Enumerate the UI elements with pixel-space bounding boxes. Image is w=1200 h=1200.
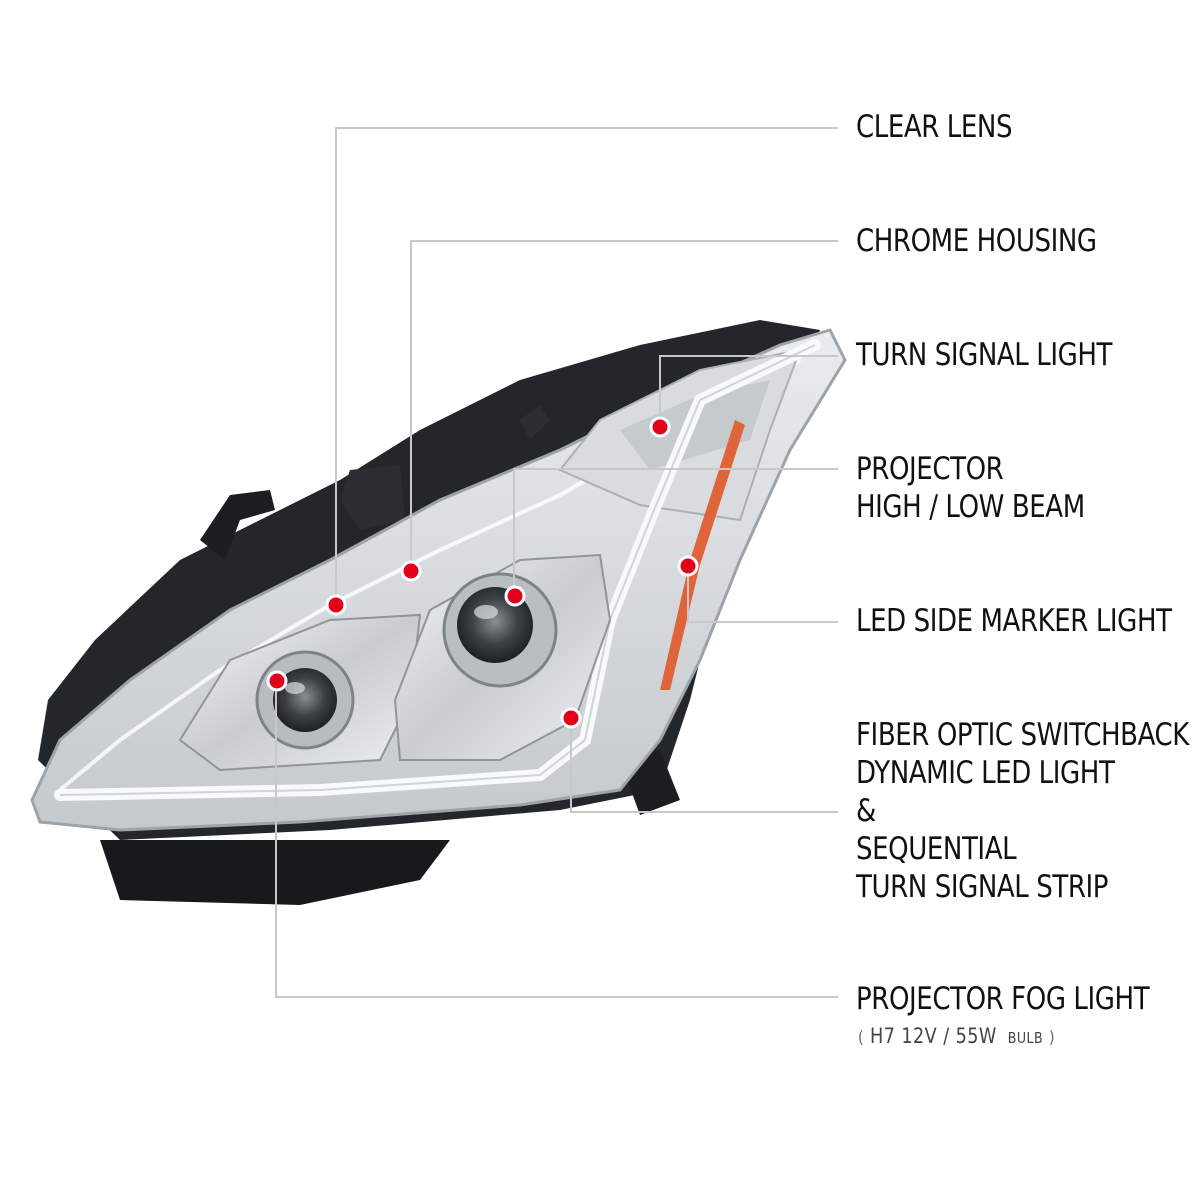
callout-projector-beam: PROJECTOR HIGH / LOW BEAM: [856, 450, 1085, 526]
callout-text: PROJECTOR: [856, 451, 1004, 487]
amber-side-marker-strip: [660, 420, 745, 690]
callout-text: FIBER OPTIC SWITCHBACK: [856, 717, 1189, 753]
marker-turn-signal-icon: [649, 416, 671, 438]
paren-open: (: [858, 1028, 864, 1048]
callout-text: CLEAR LENS: [856, 109, 1013, 145]
marker-projector-beam-icon: [504, 585, 526, 607]
marker-clear-lens-icon: [325, 594, 347, 616]
marker-fiber-optic-icon: [560, 707, 582, 729]
callout-fog-light: PROJECTOR FOG LIGHT: [856, 980, 1150, 1018]
paren-close: ): [1049, 1028, 1056, 1048]
callout-text: DYNAMIC LED LIGHT: [856, 755, 1115, 791]
callout-text: LED SIDE MARKER LIGHT: [856, 603, 1172, 639]
marker-chrome-housing-icon: [400, 560, 422, 582]
fog-bulb-spec: ( H7 12V / 55W BULB ): [858, 1024, 1055, 1048]
callout-text: &: [856, 793, 876, 829]
callout-text: SEQUENTIAL: [856, 831, 1017, 867]
callout-text: CHROME HOUSING: [856, 223, 1097, 259]
callout-led-side-marker: LED SIDE MARKER LIGHT: [856, 602, 1172, 640]
callout-text: TURN SIGNAL STRIP: [856, 869, 1109, 905]
bulb-word: BULB: [1007, 1029, 1044, 1047]
callout-text: HIGH / LOW BEAM: [856, 489, 1085, 525]
marker-fog-light-icon: [266, 670, 288, 692]
callout-text: PROJECTOR FOG LIGHT: [856, 981, 1150, 1017]
marker-side-marker-icon: [677, 555, 699, 577]
callout-clear-lens: CLEAR LENS: [856, 108, 1013, 146]
fog-projector: [255, 650, 355, 750]
callout-turn-signal: TURN SIGNAL LIGHT: [856, 336, 1112, 374]
callout-fiber-optic: FIBER OPTIC SWITCHBACK DYNAMIC LED LIGHT…: [856, 716, 1189, 906]
leader-lines: [275, 127, 838, 998]
callout-text: TURN SIGNAL LIGHT: [856, 337, 1113, 373]
callout-chrome-housing: CHROME HOUSING: [856, 222, 1097, 260]
bulb-spec-text: H7 12V / 55W: [870, 1024, 997, 1048]
high-low-projector: [442, 572, 558, 688]
marker-dots: [266, 416, 699, 729]
